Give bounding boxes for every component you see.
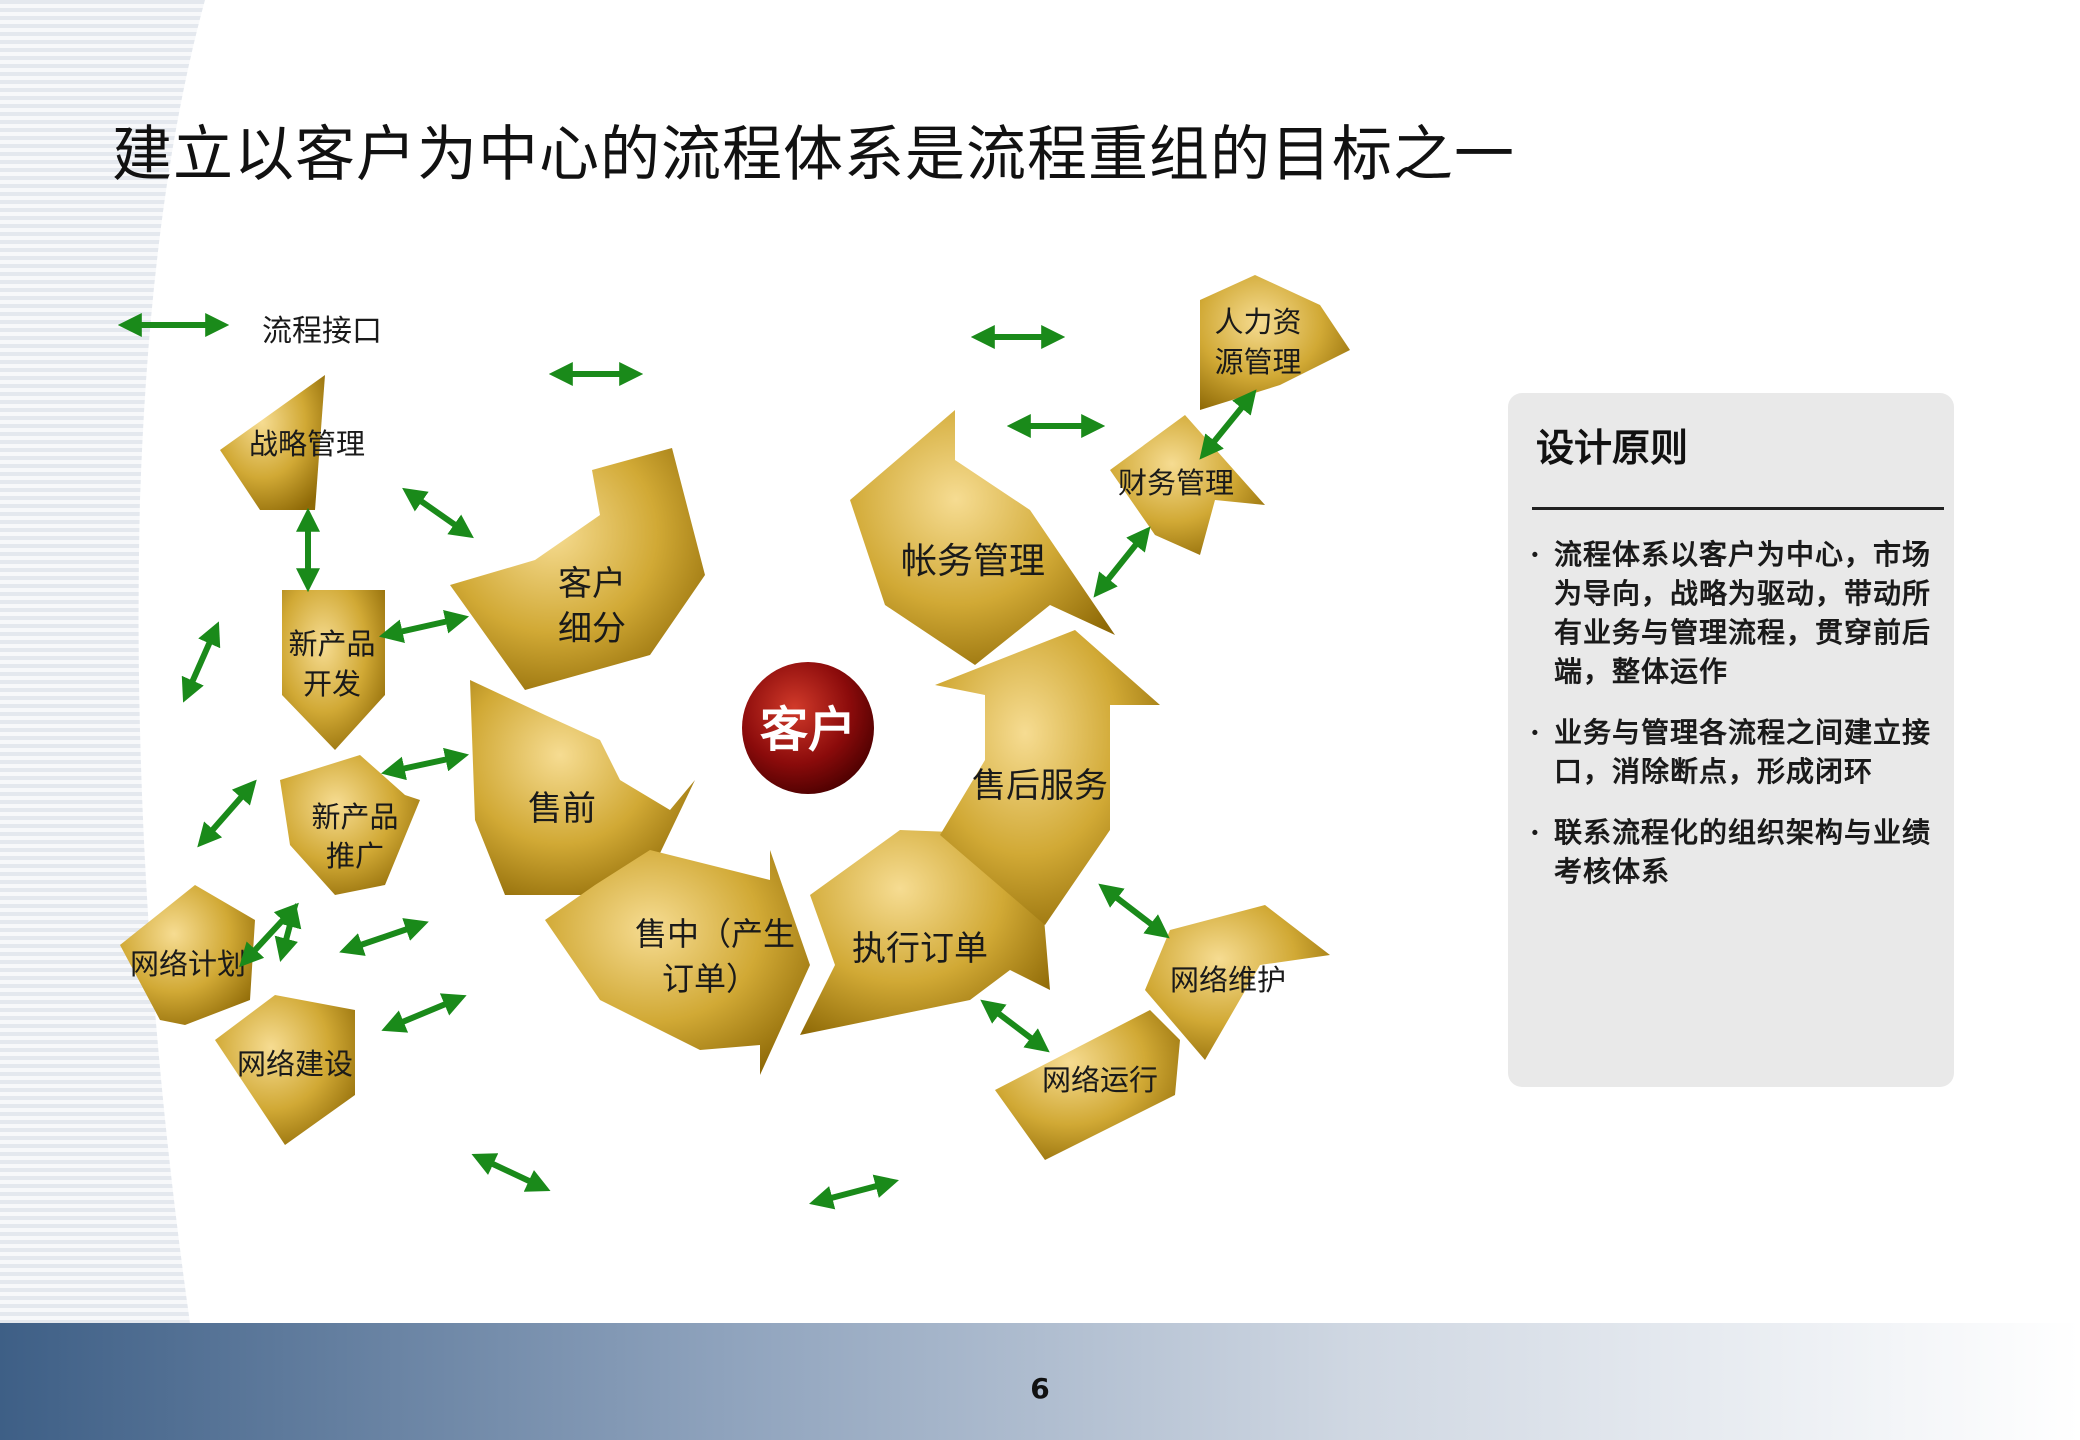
page-number: 6 xyxy=(1030,1372,1050,1405)
block-new-product-development: 新产品 开发 xyxy=(282,590,385,750)
connector-arrow xyxy=(378,609,470,644)
principle-item: · 流程体系以客户为中心，市场为导向，战略为驱动，带动所有业务与管理流程，贯穿前后… xyxy=(1524,535,1944,691)
bullet-icon: · xyxy=(1530,716,1541,749)
connector-arrow xyxy=(380,747,470,781)
principle-item: · 业务与管理各流程之间建立接口，消除断点，形成闭环 xyxy=(1524,713,1944,791)
svg-text:客户: 客户 xyxy=(760,702,856,758)
svg-text:网络维护: 网络维护 xyxy=(1170,963,1286,997)
svg-text:售后服务: 售后服务 xyxy=(972,766,1108,806)
connector-arrow xyxy=(1093,526,1151,598)
connector-arrow xyxy=(381,993,467,1033)
page-title: 建立以客户为中心的流程体系是流程重组的目标之一 xyxy=(112,120,1515,190)
principles-list: · 流程体系以客户为中心，市场为导向，战略为驱动，带动所有业务与管理流程，贯穿前后… xyxy=(1524,535,1944,913)
svg-text:开发: 开发 xyxy=(303,667,361,701)
connector-arrow xyxy=(809,1174,899,1210)
block-new-product-promotion: 新产品 推广 xyxy=(280,755,420,895)
block-network-construction: 网络建设 xyxy=(215,995,355,1145)
svg-text:源管理: 源管理 xyxy=(1214,345,1301,379)
svg-text:网络计划: 网络计划 xyxy=(130,947,246,981)
connector-arrow xyxy=(239,902,299,968)
svg-text:财务管理: 财务管理 xyxy=(1118,466,1234,500)
connector-arrow xyxy=(1098,883,1170,939)
stage-after-sale: 售后服务 xyxy=(935,630,1160,925)
bullet-icon: · xyxy=(1530,816,1541,849)
stage-presale: 售前 xyxy=(470,680,695,895)
svg-text:执行订单: 执行订单 xyxy=(852,929,988,969)
svg-text:网络运行: 网络运行 xyxy=(1042,1063,1158,1097)
connector-arrow xyxy=(980,999,1050,1053)
block-hr-management: 人力资 源管理 xyxy=(1200,275,1350,410)
principles-divider xyxy=(1532,507,1944,510)
principle-text: 流程体系以客户为中心，市场为导向，战略为驱动，带动所有业务与管理流程，贯穿前后端… xyxy=(1554,538,1932,688)
svg-text:售前: 售前 xyxy=(528,789,596,829)
stage-customer-segment: 客户 细分 xyxy=(450,448,705,690)
svg-text:售中（产生: 售中（产生 xyxy=(635,915,795,953)
connector-arrow xyxy=(402,487,474,539)
block-strategy-management: 战略管理 xyxy=(220,375,365,510)
block-network-operation: 网络运行 xyxy=(995,1010,1180,1160)
principles-title: 设计原则 xyxy=(1536,425,1689,470)
bullet-icon: · xyxy=(1530,538,1541,571)
svg-text:网络建设: 网络建设 xyxy=(237,1047,353,1081)
center-customer: 客户 xyxy=(742,662,874,794)
principle-text: 联系流程化的组织架构与业绩考核体系 xyxy=(1554,816,1932,888)
svg-text:细分: 细分 xyxy=(558,609,626,649)
footer-bar xyxy=(0,1323,2080,1440)
svg-text:新产品: 新产品 xyxy=(311,800,398,834)
principle-item: · 联系流程化的组织架构与业绩考核体系 xyxy=(1524,813,1944,891)
svg-text:推广: 推广 xyxy=(326,839,384,873)
principle-text: 业务与管理各流程之间建立接口，消除断点，形成闭环 xyxy=(1554,716,1932,788)
svg-text:客户: 客户 xyxy=(558,564,626,604)
connector-arrow xyxy=(181,621,221,703)
svg-text:帐务管理: 帐务管理 xyxy=(901,541,1045,582)
svg-text:人力资: 人力资 xyxy=(1214,305,1301,339)
block-network-maintenance: 网络维护 xyxy=(1145,905,1330,1060)
svg-text:新产品: 新产品 xyxy=(288,627,375,661)
svg-text:订单）: 订单） xyxy=(662,960,758,998)
legend-label: 流程接口 xyxy=(262,314,382,349)
connector-arrow xyxy=(197,779,257,848)
block-network-plan: 网络计划 xyxy=(120,885,255,1025)
connector-arrow xyxy=(339,918,429,956)
svg-text:战略管理: 战略管理 xyxy=(249,427,365,461)
connector-arrow xyxy=(471,1153,551,1192)
design-principles-panel: 设计原则 · 流程体系以客户为中心，市场为导向，战略为驱动，带动所有业务与管理流程… xyxy=(1508,393,1954,1087)
stage-in-sale: 售中（产生 订单） xyxy=(545,850,810,1075)
interface-connectors xyxy=(181,325,1257,1210)
connector-arrow xyxy=(1199,389,1257,460)
stage-account-management: 帐务管理 xyxy=(850,410,1115,665)
block-finance-management: 财务管理 xyxy=(1110,415,1265,555)
